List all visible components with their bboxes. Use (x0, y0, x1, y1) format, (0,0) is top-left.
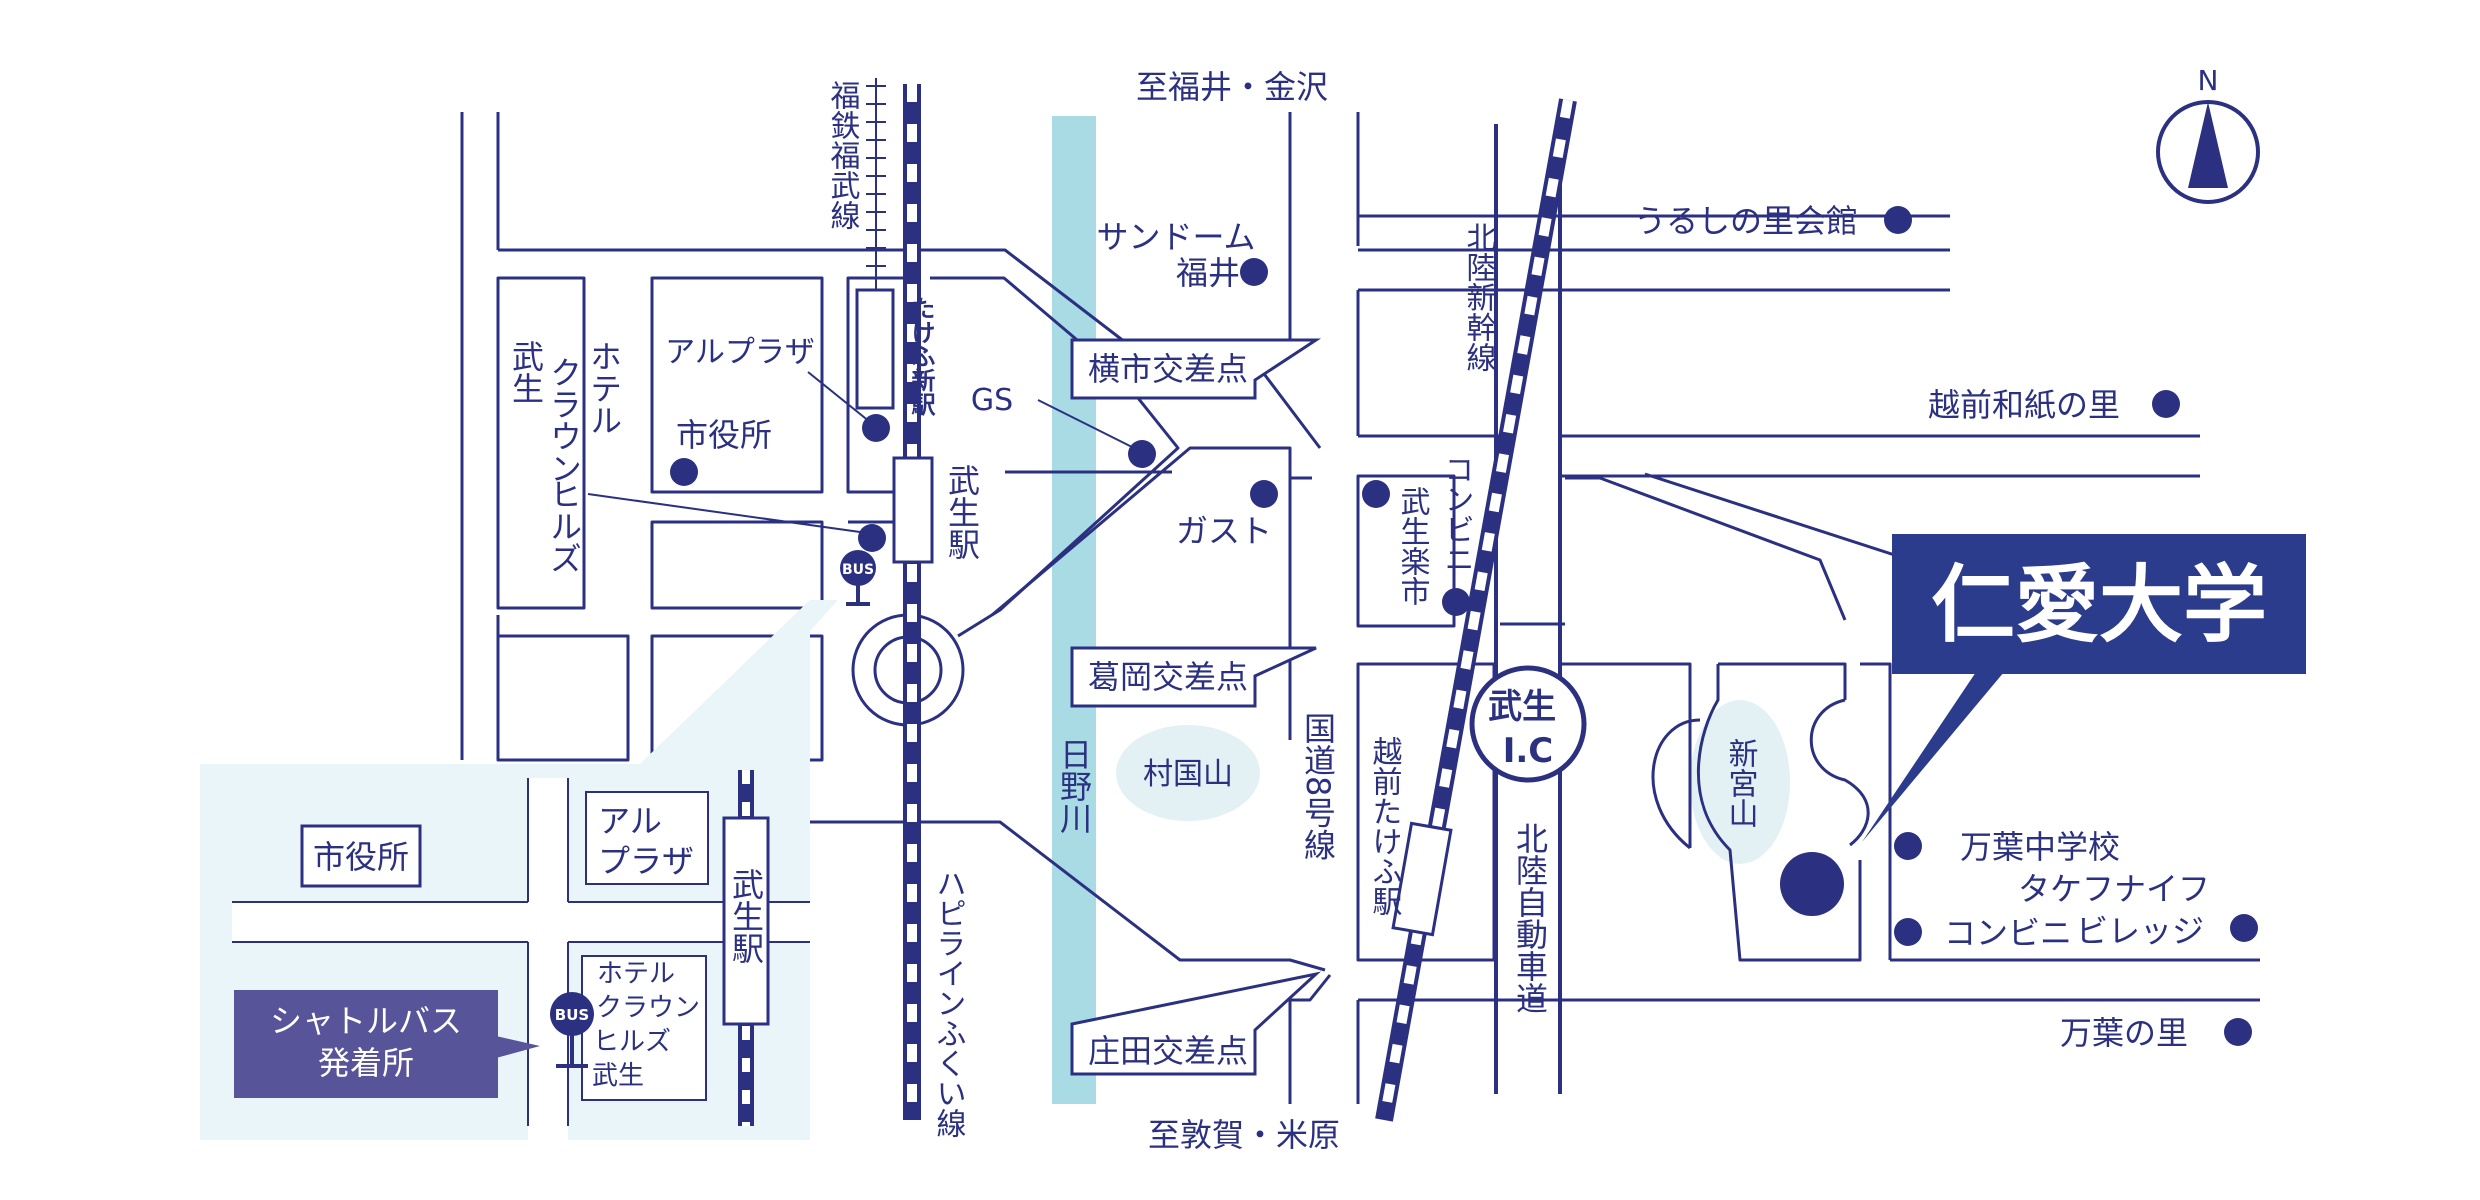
rakuichi-dot (1442, 588, 1470, 616)
intersection-yokoichi[interactable]: 横市交差点 (1070, 338, 1322, 400)
takefu-station-box[interactable] (892, 456, 934, 564)
route8-label: 国道8号線 (1299, 712, 1337, 861)
text-labels: 至福井・金沢 至敦賀・米原 サンドーム 福井 アルプラザ 市役所 GS ガスト … (270, 68, 2210, 1154)
bus-stop-main-label: BUS (842, 562, 874, 578)
takefu-shin-station-box (855, 288, 895, 410)
hotel-label-col4: 武生 (507, 340, 545, 404)
intersection-shoda[interactable]: 庄田交差点 (1070, 971, 1322, 1076)
shoda-label: 庄田交差点 (1088, 1032, 1248, 1070)
muraguniyama-hill (1116, 725, 1260, 821)
inset-hotel-label-3: ヒルズ (593, 1027, 671, 1057)
inset-alplaza-label-1: アル (598, 802, 662, 840)
knife-village-label-2: ビレッジ (2076, 912, 2204, 950)
convenience-label: コンビニ (1439, 454, 1474, 574)
shuttle-label-1: シャトルバス (270, 1002, 462, 1040)
hotel-dot (858, 524, 886, 552)
inset-map: BUS (200, 600, 838, 1140)
city-hall-label: 市役所 (676, 416, 772, 454)
university-label: 仁愛大学 (1931, 556, 2267, 654)
takefu-ic-circle[interactable] (1469, 665, 1587, 783)
shingusan-hill (1690, 700, 1790, 864)
university-callout[interactable]: 仁愛大学 (1862, 534, 2306, 842)
knife-village-label-1: タケフナイフ (2018, 870, 2210, 908)
compass-north-label: N (2198, 64, 2219, 97)
inset-hotel-label-2: クラウン (596, 993, 700, 1023)
urushi-dot (1884, 206, 1912, 234)
takefu-ic-label-2: I.C (1503, 731, 1554, 771)
echizen-takefu-station-box[interactable] (1391, 821, 1453, 937)
inset-station-box (722, 816, 770, 1026)
knife-village-dot (2230, 914, 2258, 942)
sundome-dot (1240, 258, 1268, 286)
shinkansen-label: 北陸新幹線 (1461, 222, 1496, 372)
echizen-takefu-label: 越前たけふ駅 (1367, 736, 1403, 916)
hotel-label-col2: クラウン (545, 356, 583, 484)
rakuichi-label: 武生楽市 (1395, 486, 1430, 606)
landmark-dots (670, 206, 2258, 1046)
vertical-labels: 福鉄福武線 ハピラインふくい線 北陸新幹線 武生駅 越前たけふ駅 国道8号線 北… (507, 80, 1758, 1138)
fukutetsu-line-label: 福鉄福武線 (825, 80, 861, 230)
leader-lines (587, 371, 1135, 533)
shuttle-label-2: 発着所 (318, 1044, 414, 1082)
muraguniyama-label: 村国山 (1143, 757, 1233, 792)
takefu-ic-label-1: 武生 (1488, 687, 1556, 727)
svg-text:武生 I.C: 武生 I.C (1488, 687, 1568, 771)
inset-city-hall-label: 市役所 (313, 838, 409, 876)
city-hall-dot (670, 458, 698, 486)
hokuriku-expressway (1494, 124, 1562, 1094)
fukutetsu-line (866, 78, 886, 290)
manyo-sato-label: 万葉の里 (2060, 1014, 2188, 1052)
kuzuoka-label: 葛岡交差点 (1088, 658, 1248, 696)
compass: N (2156, 64, 2260, 204)
hino-river (1052, 116, 1096, 1104)
hapiline-label: ハピラインふくい線 (931, 868, 966, 1138)
inset-hotel-label-1: ホテル (597, 959, 675, 989)
inset-station-label: 武生駅 (727, 868, 765, 964)
washi-label: 越前和紙の里 (1928, 386, 2120, 424)
manyo-jhs-label: 万葉中学校 (1960, 828, 2120, 866)
inset-alplaza-box (585, 791, 709, 885)
north-arrow-icon (2188, 102, 2228, 188)
washi-dot (2152, 390, 2180, 418)
convenience2-dot (1894, 918, 1922, 946)
manyo-jhs-dot (1894, 832, 1922, 860)
university-dot (1780, 852, 1844, 916)
south-direction-label: 至敦賀・米原 (1148, 1116, 1340, 1154)
inset-alplaza-label-2: プラザ (598, 842, 694, 880)
expressway-label: 北陸自動車道 (1511, 822, 1549, 1014)
shinkansen-railway (1375, 98, 1577, 1122)
shingusan-label: 新宮山 (1723, 738, 1758, 828)
north-direction-label: 至福井・金沢 (1136, 68, 1328, 106)
convenience2-label: コンビニ (1944, 914, 2072, 952)
urushi-label: うるしの里会館 (1634, 202, 1858, 240)
river-label: 日野川 (1055, 738, 1093, 834)
manyo-sato-dot (2224, 1018, 2252, 1046)
alplaza-label: アルプラザ (665, 335, 815, 370)
gusto-dot (1250, 480, 1278, 508)
sundome-label-2: 福井 (1176, 254, 1240, 292)
takefu-station-label: 武生駅 (943, 464, 981, 560)
hotel-label-col1: ホテル (585, 340, 623, 436)
gs-label: GS (971, 383, 1013, 418)
inset-hotel-box (581, 955, 707, 1101)
yokoichi-label: 横市交差点 (1088, 350, 1248, 388)
bus-stop-main[interactable]: BUS (840, 550, 876, 606)
shuttle-callout-box (234, 990, 498, 1098)
hotel-label-col3: ヒルズ (545, 478, 583, 574)
convenience-dot (1362, 480, 1390, 508)
gusto-label: ガスト (1176, 512, 1272, 550)
inset-bus-label: BUS (555, 1006, 589, 1024)
intersection-kuzuoka[interactable]: 葛岡交差点 (1070, 646, 1317, 708)
sundome-label-1: サンドーム (1096, 218, 1255, 256)
inset-city-hall-box (300, 824, 422, 888)
inset-hotel-label-4: 武生 (592, 1061, 644, 1091)
gs-dot (1128, 440, 1156, 468)
